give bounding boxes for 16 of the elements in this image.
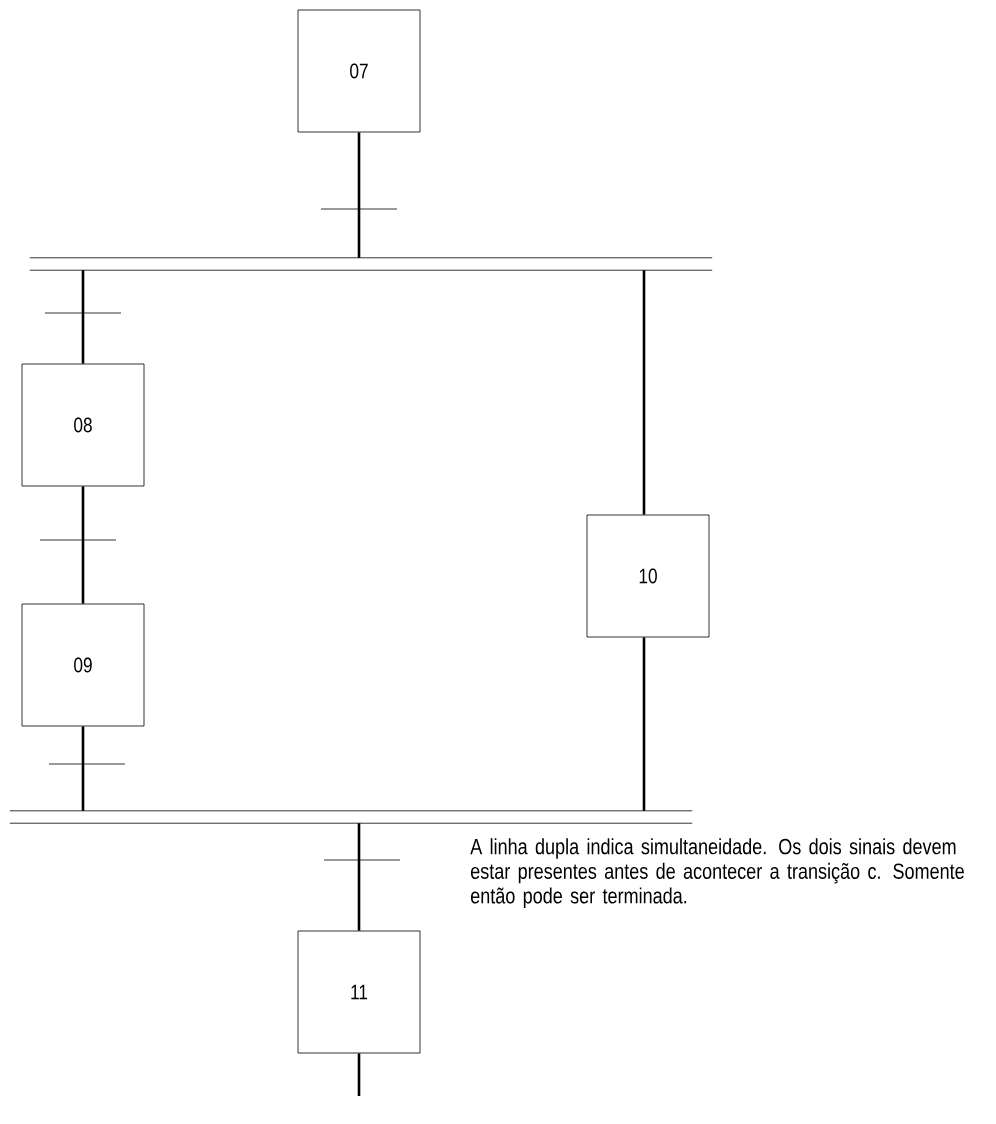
connector-line	[642, 637, 646, 811]
connector-line	[642, 270, 646, 515]
connector-line	[357, 823, 361, 931]
note-text: A linha dupla indica simultaneidade. Os dois sinais devem estar presentes antes de acontecer a transição c. Somente então pode ser terminada.	[470, 838, 964, 908]
double-bar	[9, 810, 693, 824]
connector-line	[357, 132, 361, 258]
step-box: 09	[21, 603, 145, 727]
connector-line	[81, 726, 85, 811]
connector-line	[81, 486, 85, 604]
step-box: 08	[21, 363, 145, 487]
connector-line	[81, 270, 85, 364]
step-box: 07	[297, 9, 421, 133]
double-bar	[29, 257, 713, 271]
step-box: 11	[297, 930, 421, 1054]
step-box: 10	[586, 514, 710, 638]
connector-line	[357, 1053, 361, 1096]
